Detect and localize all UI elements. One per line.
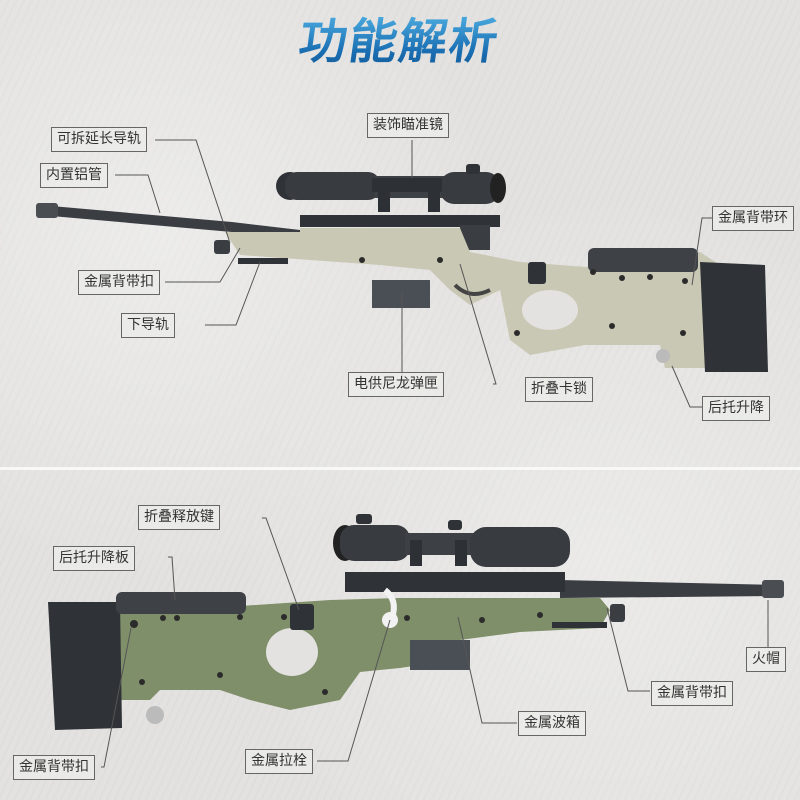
label-metal-sling-buckle-front: 金属背带扣 xyxy=(78,270,160,295)
scope-icon xyxy=(333,514,570,567)
label-metal-bolt: 金属拉栓 xyxy=(245,749,313,774)
label-folding-release-button: 折叠释放键 xyxy=(138,505,220,530)
muzzle-brake-icon xyxy=(36,203,58,218)
label-metal-sling-buckle-front: 金属背带扣 xyxy=(651,681,733,706)
label-lower-rail: 下导轨 xyxy=(121,313,175,338)
label-metal-gearbox: 金属波箱 xyxy=(518,711,586,736)
label-decorative-scope: 装饰瞄准镜 xyxy=(367,113,449,138)
flash-hider-icon xyxy=(762,580,784,598)
label-metal-sling-ring: 金属背带环 xyxy=(712,206,794,231)
label-flash-hider: 火帽 xyxy=(746,647,786,672)
label-metal-sling-buckle-rear: 金属背带扣 xyxy=(13,755,95,780)
panel-divider xyxy=(0,467,800,470)
top-rifle-image xyxy=(36,164,768,372)
label-buttstock-lift: 后托升降 xyxy=(702,396,770,421)
label-electric-nylon-magazine: 电供尼龙弹匣 xyxy=(348,372,444,397)
label-folding-lock: 折叠卡锁 xyxy=(525,377,593,402)
label-cheek-riser-plate: 后托升降板 xyxy=(53,546,135,571)
label-inner-aluminum-tube: 内置铝管 xyxy=(40,163,108,188)
scope-icon xyxy=(276,164,506,212)
label-removable-rail: 可拆延长导轨 xyxy=(51,127,147,152)
